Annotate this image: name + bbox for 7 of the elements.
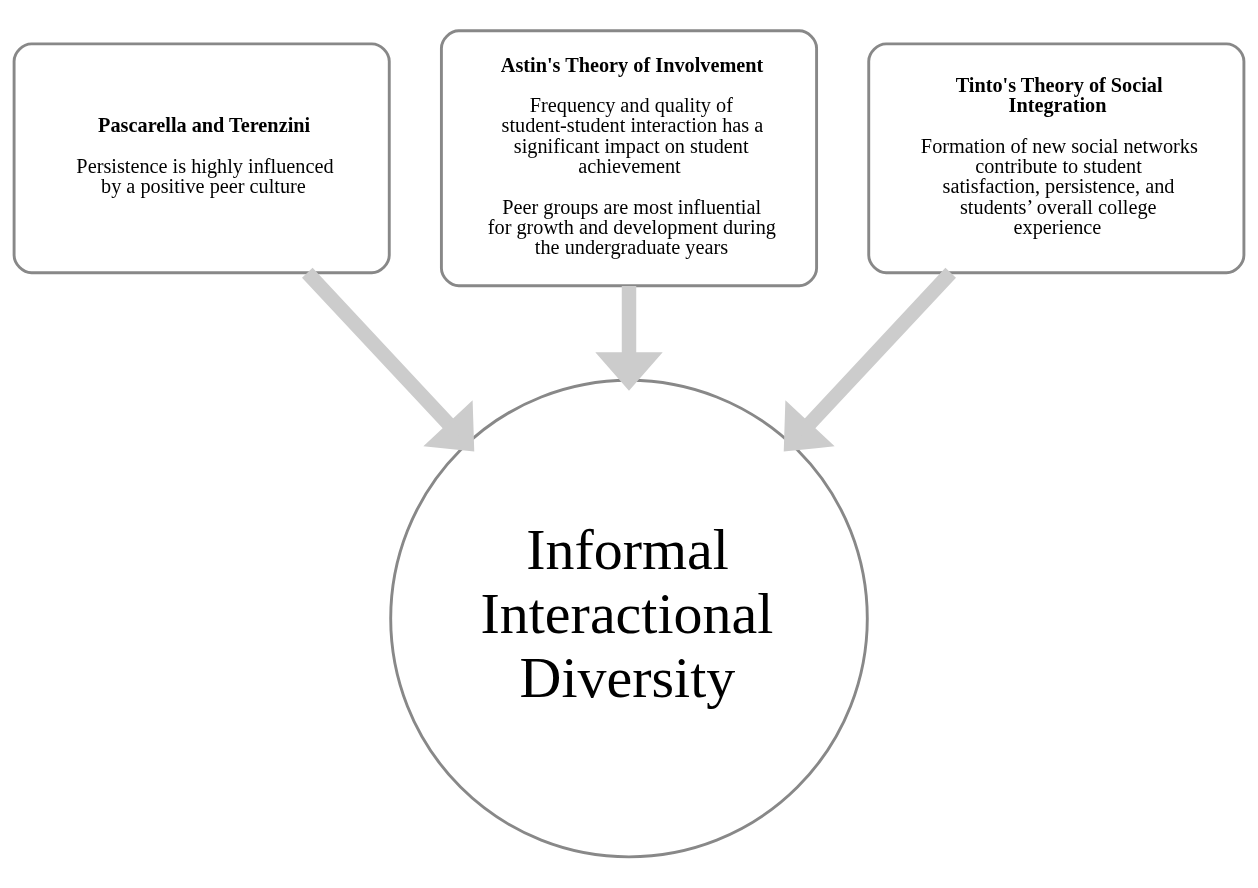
node-box: Pascarella and Terenzini Persistence is highly influenced by a positive peer culture (12, 42, 391, 275)
arrow (302, 267, 475, 452)
node-box: Astin's Theory of Involvement Frequency and quality of student-student interaction has a significant impact on student achievement Peer groups are most influential for growth and development during the undergraduate years (439, 29, 819, 288)
arrow (783, 267, 956, 452)
node-box: Tinto's Theory of Social Integration Formation of new social networks contribute to student satisfaction, persistence, and students’ overall college experience (867, 42, 1246, 275)
node-circle: Informal Interactional Diversity (389, 378, 869, 859)
arrow (595, 285, 663, 391)
